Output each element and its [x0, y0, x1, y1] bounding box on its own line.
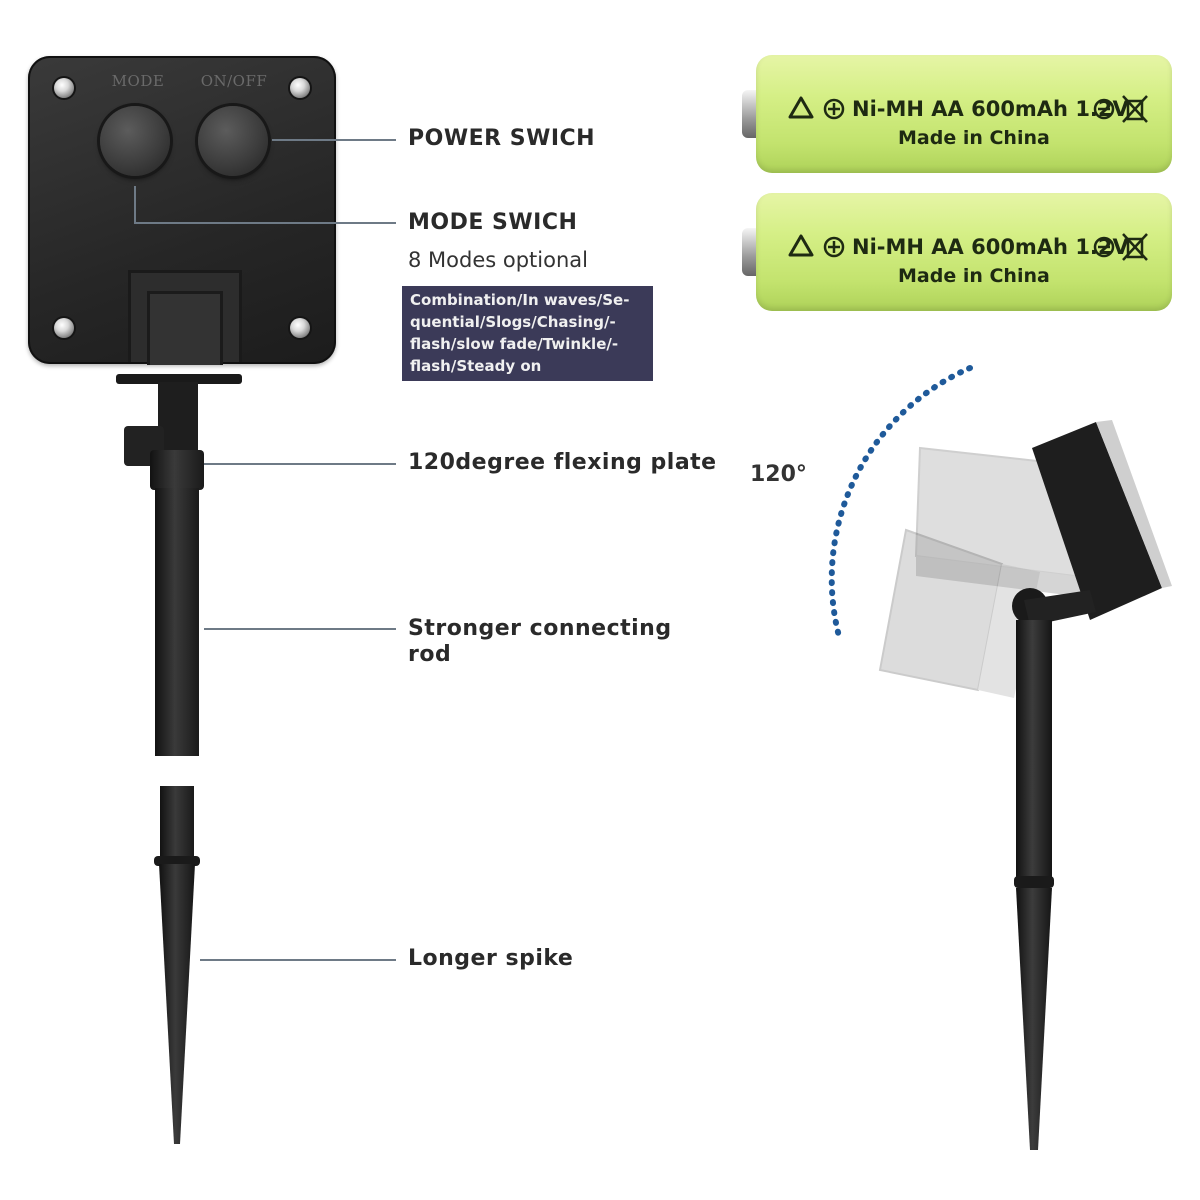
battery-origin: Made in China [898, 265, 1050, 287]
modes-list-line: flash/Steady on [410, 357, 542, 375]
recycle-icon [788, 96, 814, 119]
connecting-rod-label-line2: rod [408, 642, 452, 667]
power-switch-leader [272, 139, 396, 141]
battery-spec: Ni-MH AA 600mAh 1.2V [852, 97, 1129, 121]
mode-switch-leader-v [134, 186, 136, 224]
plus-terminal-icon [823, 236, 845, 258]
crossed-bin-icon [1122, 233, 1148, 261]
battery-spec: Ni-MH AA 600mAh 1.2V [852, 235, 1129, 259]
recycle-icon [788, 234, 814, 257]
pole-spike [1016, 888, 1052, 1150]
onoff-button-label: ON/OFF [200, 72, 268, 90]
spike-top [160, 786, 194, 858]
spike-leader [200, 959, 396, 961]
power-button[interactable] [198, 106, 268, 176]
mode-switch-leader [134, 222, 396, 224]
flexing-plate-label: 120degree flexing plate [408, 450, 717, 475]
connecting-rod-label-line1: Stronger connecting [408, 616, 672, 641]
spike-ring [154, 856, 200, 866]
flexing-plate [116, 374, 242, 384]
screw-icon [54, 318, 74, 338]
power-switch-label: POWER SWICH [408, 126, 596, 151]
rotation-illustration [828, 365, 1172, 1150]
mount-port [128, 270, 242, 365]
modes-list-box: Combination/In waves/Se- quential/Slogs/… [402, 286, 653, 381]
modes-optional-label: 8 Modes optional [408, 248, 588, 272]
plus-terminal-icon [823, 98, 845, 120]
solar-control-box: MODE ON/OFF [28, 56, 336, 364]
crossed-bin-icon [1122, 95, 1148, 123]
spike [159, 864, 195, 1144]
modes-list-line: flash/slow fade/Twinkle/- [410, 335, 619, 353]
minus-terminal-icon [1093, 98, 1115, 120]
mode-switch-label: MODE SWICH [408, 210, 578, 235]
connecting-rod [155, 488, 199, 756]
screw-icon [54, 78, 74, 98]
modes-list-line: quential/Slogs/Chasing/- [410, 313, 616, 331]
battery-positive-cap [742, 228, 760, 276]
pole [1016, 620, 1052, 880]
battery-positive-cap [742, 90, 760, 138]
rotation-arc [828, 365, 973, 643]
rod-collar [150, 450, 204, 490]
battery-origin: Made in China [898, 127, 1050, 149]
mode-button-label: MODE [111, 72, 165, 90]
modes-list-line: Combination/In waves/Se- [410, 291, 630, 309]
solar-panel-upright [1032, 422, 1162, 620]
rotation-angle-label: 120° [750, 462, 807, 487]
mode-button[interactable] [100, 106, 170, 176]
spike-label: Longer spike [408, 946, 574, 971]
mount-port-inner [147, 291, 223, 365]
minus-terminal-icon [1093, 236, 1115, 258]
battery: Ni-MH AA 600mAh 1.2V Made in China [756, 193, 1172, 311]
battery: Ni-MH AA 600mAh 1.2V Made in China [756, 55, 1172, 173]
connecting-rod-leader [204, 628, 396, 630]
flexing-plate-leader [204, 463, 396, 465]
hinge-block [158, 382, 198, 454]
screw-icon [290, 78, 310, 98]
screw-icon [290, 318, 310, 338]
